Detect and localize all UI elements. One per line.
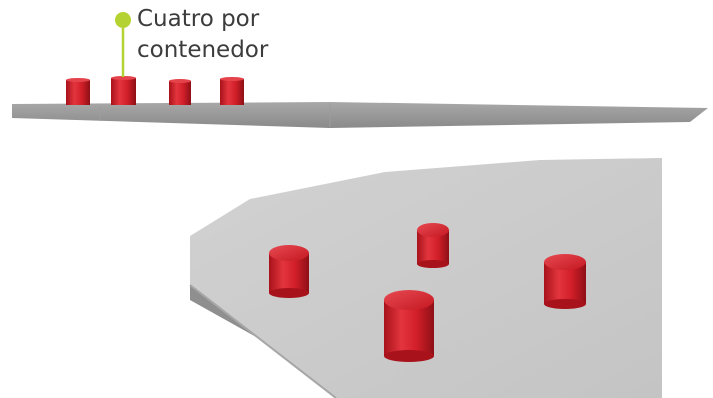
plate-top	[190, 158, 662, 398]
side-cylinder	[169, 79, 191, 105]
side-plate	[12, 102, 708, 128]
callout-label-line2: contenedor	[137, 37, 269, 63]
plate-cylinder	[384, 290, 434, 362]
side-view	[12, 76, 708, 128]
side-cylinder	[66, 78, 90, 105]
side-cylinder	[111, 76, 136, 105]
plate-cylinder	[544, 254, 586, 309]
callout-label: Cuatro por contenedor	[137, 4, 268, 66]
plate-cylinder	[269, 245, 309, 299]
callout-dot	[115, 12, 131, 28]
plate-cylinder	[417, 223, 449, 268]
callout-label-line1: Cuatro por	[137, 6, 260, 32]
perspective-view	[189, 158, 662, 398]
callout-marker	[115, 12, 131, 77]
side-cylinder	[220, 77, 244, 105]
